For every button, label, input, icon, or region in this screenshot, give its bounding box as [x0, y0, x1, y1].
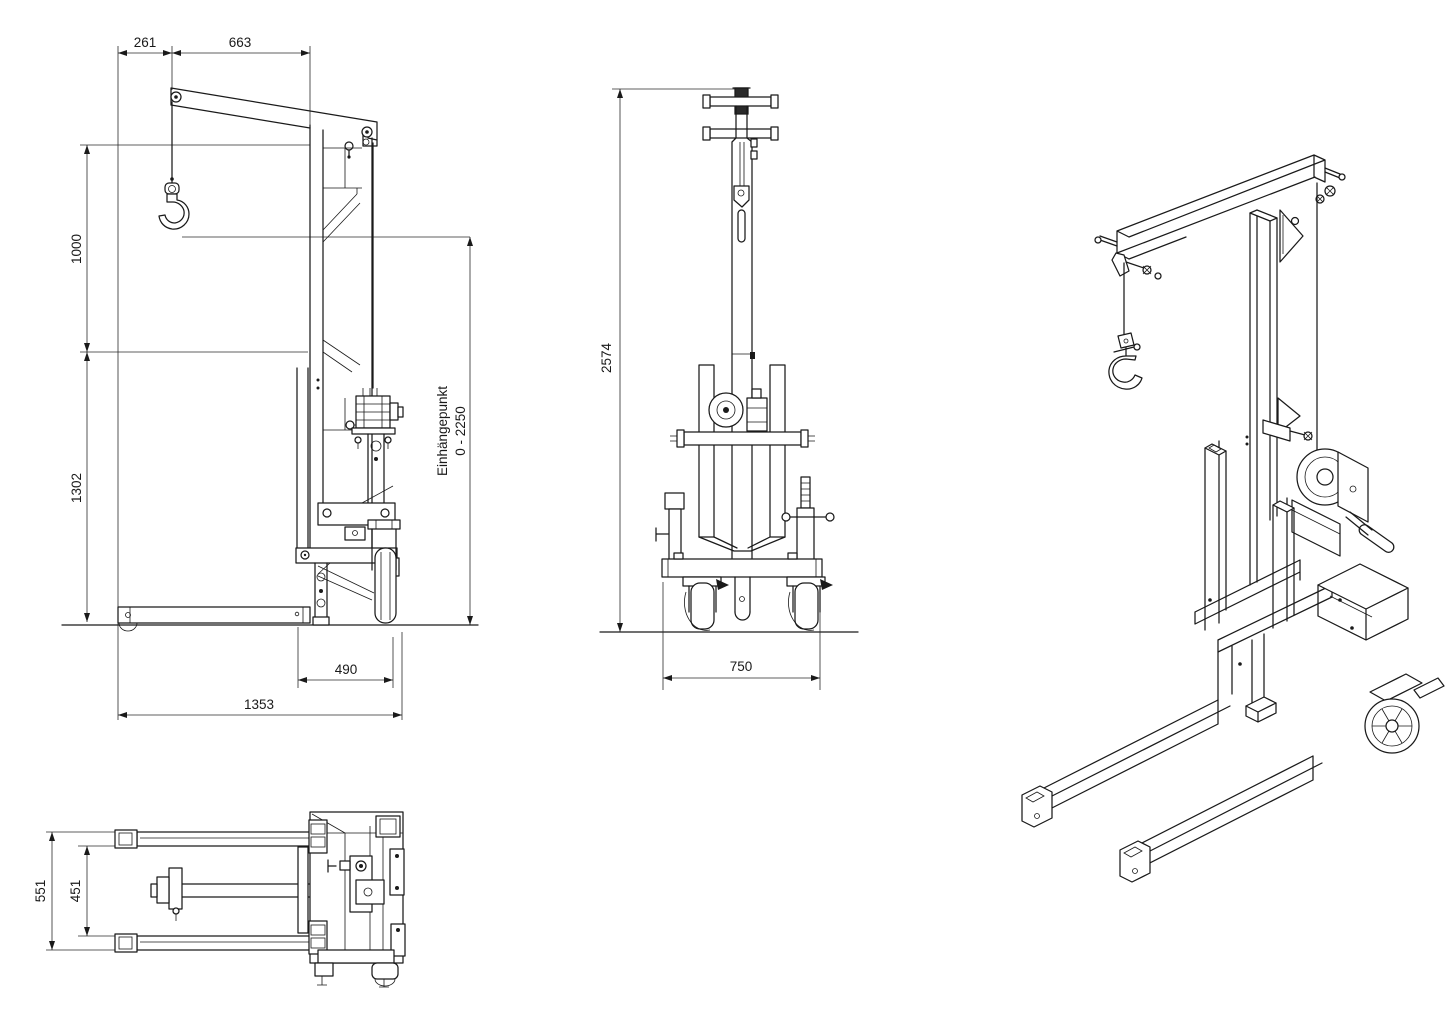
dim-hook-height-label: 1000 — [69, 234, 84, 264]
dim-inner-width-label: 451 — [68, 880, 83, 903]
front-leg — [117, 606, 311, 624]
iso-mast — [1245, 209, 1313, 586]
dim-overall-depth-label: 1353 — [244, 697, 274, 712]
dim-base-depth-label: 490 — [335, 662, 358, 677]
side-u-frame — [698, 364, 786, 552]
side-caster-right — [794, 582, 819, 630]
front-mast — [309, 124, 374, 558]
iso-cable-hook — [1108, 262, 1143, 390]
front-winch — [351, 388, 404, 449]
iso-jib — [1094, 154, 1346, 280]
top-view: 551 451 — [33, 811, 406, 988]
front-cable-hook — [158, 101, 190, 230]
side-base — [655, 429, 835, 631]
side-winch — [708, 388, 768, 432]
locking-handle-lower — [709, 128, 772, 139]
dim-jib-reach-label: 663 — [229, 35, 252, 50]
dim-hook-point-range-label: 0 - 2250 — [453, 406, 468, 456]
front-caster-bracket — [367, 519, 401, 530]
side-mast — [702, 87, 779, 559]
top-body — [297, 811, 406, 988]
side-view: 2574 750 — [599, 87, 859, 690]
top-forks — [114, 829, 324, 953]
front-caster-wheel — [374, 547, 397, 624]
dim-outer-width-label: 551 — [33, 880, 48, 903]
screw-jack-column — [796, 507, 815, 564]
crane-hook — [158, 193, 190, 230]
dim-overall-height-label: 2574 — [599, 342, 614, 373]
front-view: 261 663 1000 1302 490 1353 Einhängepunkt… — [61, 35, 479, 720]
locking-handle-upper — [709, 96, 772, 107]
fork-support-arm — [683, 431, 802, 446]
iso-forks — [1021, 699, 1323, 883]
iso-posts — [1204, 440, 1295, 631]
dim-jib-offset-label: 261 — [134, 35, 157, 50]
iso-winch — [1291, 182, 1395, 557]
front-base — [117, 367, 401, 632]
front-dimension-lines — [80, 46, 473, 720]
crank-handle — [1358, 524, 1395, 553]
dim-hook-point-name-label: Einhängepunkt — [435, 386, 450, 476]
iso-base — [1194, 559, 1409, 723]
side-caster-left — [690, 582, 715, 630]
dim-lower-height-label: 1302 — [69, 473, 84, 503]
isometric-view — [1021, 154, 1445, 883]
front-jib-arm — [170, 87, 378, 159]
dim-track-width-label: 750 — [730, 659, 753, 674]
top-dimension-lines — [46, 831, 115, 951]
iso-wheel — [1364, 673, 1445, 754]
base-frame — [661, 558, 823, 578]
